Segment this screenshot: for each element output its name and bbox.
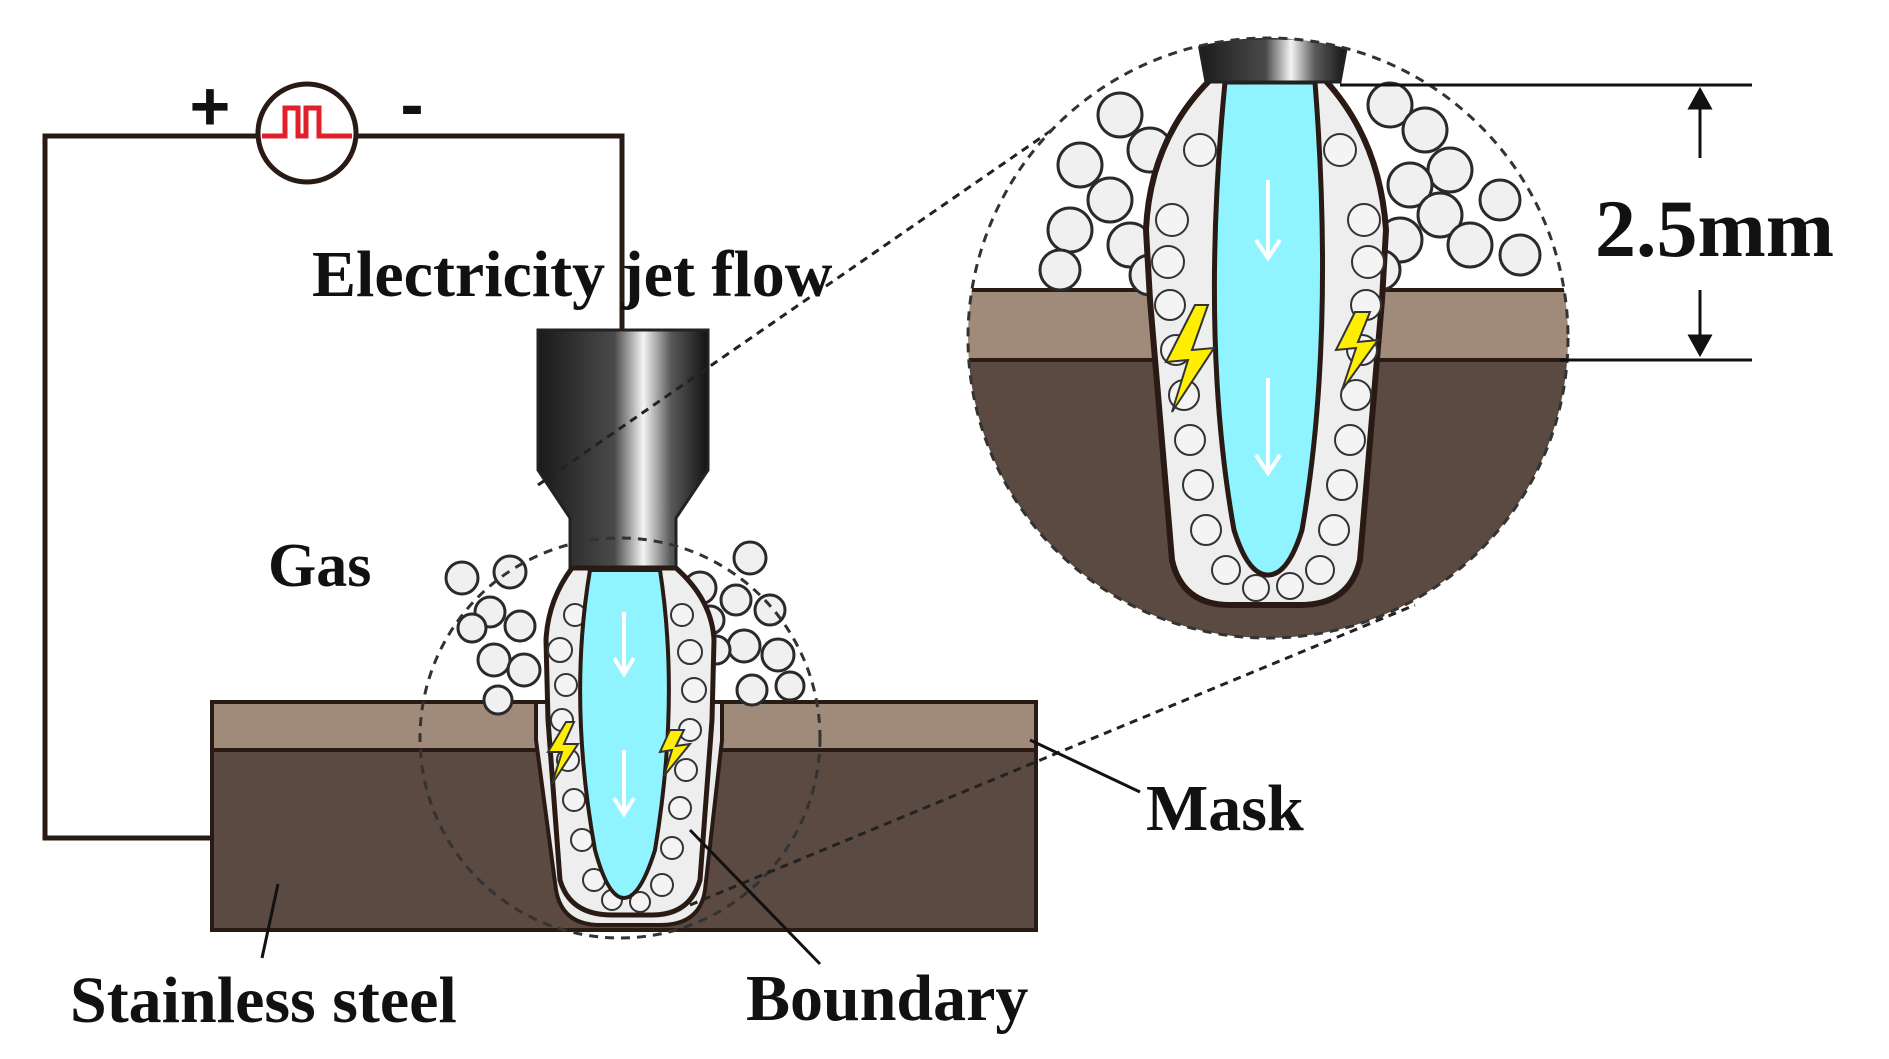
zoom-boundary-bubble — [1182, 469, 1214, 501]
boundary-bubble — [570, 828, 594, 852]
zoom-connector-lines — [537, 128, 1416, 907]
dimension-marker — [1340, 83, 1752, 362]
distance-label: 2.5mm — [1595, 183, 1834, 274]
zoomed-view — [966, 36, 1570, 640]
zoom-boundary-bubble — [1347, 203, 1381, 237]
gas-bubble — [482, 684, 514, 716]
gas-bubble — [760, 637, 796, 673]
boundary-bubble — [547, 637, 573, 663]
boundary-bubble — [554, 673, 578, 697]
zoom-boundary-bubble — [1154, 289, 1186, 321]
zoom-gas-bubble — [1446, 221, 1494, 269]
gas-bubbles — [444, 540, 806, 716]
jet-flow-label: Electricity jet flow — [312, 238, 833, 311]
stainless-steel-label: Stainless steel — [70, 964, 457, 1037]
zoom-boundary-bubble — [1151, 245, 1185, 279]
zoom-gas-bubble — [1096, 91, 1144, 139]
negative-terminal-label: - — [400, 65, 423, 143]
zoom-nozzle-tip — [1196, 38, 1350, 84]
gas-bubble — [444, 560, 480, 596]
zoom-boundary-bubble — [1276, 572, 1304, 600]
gas-bubble — [735, 673, 769, 707]
gas-bubble — [503, 609, 537, 643]
zoom-flow-arrow-icon — [1254, 180, 1282, 477]
zoom-gas-bubble — [1038, 248, 1082, 292]
zoom-boundary-bubble — [1318, 514, 1350, 546]
boundary-bubble — [562, 788, 586, 812]
gas-bubble — [506, 652, 542, 688]
zoom-boundary-bubble — [1351, 245, 1385, 279]
zoom-gas-bubble — [1056, 141, 1104, 189]
mask-label: Mask — [1146, 772, 1304, 845]
nozzle — [536, 328, 710, 570]
zoom-boundary-bubble — [1340, 379, 1372, 411]
zoom-electrolyte-jet — [1211, 79, 1326, 578]
zoom-boundary-bubble — [1326, 469, 1358, 501]
zoom-boundary-bubble — [1211, 555, 1241, 585]
gas-label: Gas — [268, 532, 371, 600]
boundary-bubble — [681, 677, 707, 703]
boundary-bubble — [629, 891, 651, 913]
boundary-bubble — [677, 639, 703, 665]
zoom-gas-bubble — [1086, 176, 1134, 224]
zoom-boundary-bubble — [1305, 555, 1335, 585]
gas-bubble — [753, 593, 787, 627]
zoom-gas-bubble — [1386, 161, 1434, 209]
flow-arrow-icon — [612, 612, 636, 818]
zoom-gas-bubble — [1416, 191, 1464, 239]
zoom-boundary-bubble — [1183, 133, 1217, 167]
circuit-wiring — [42, 133, 625, 841]
electrolyte-jet — [578, 568, 671, 901]
zoom-boundary-bubble — [1155, 203, 1189, 237]
zoom-boundary-bubble — [1190, 514, 1222, 546]
gas-bubble — [492, 554, 528, 590]
gas-bubble — [719, 583, 753, 617]
gas-bubble — [476, 642, 512, 678]
positive-terminal-label: + — [190, 67, 231, 145]
boundary-bubble — [668, 796, 692, 820]
gas-bubble — [456, 612, 488, 644]
gas-bubble — [726, 628, 762, 664]
zoom-gas-bubble — [1478, 178, 1522, 222]
zoom-gas-bubble — [1401, 106, 1449, 154]
zoom-region-circle — [418, 536, 822, 940]
boundary-bubble — [674, 758, 698, 782]
boundary-bubble — [670, 603, 694, 627]
zoom-gas-bubble — [1366, 81, 1414, 129]
zoom-gas-bubble — [1046, 206, 1094, 254]
zoom-gas-bubble — [1498, 233, 1542, 277]
gas-bubble — [774, 670, 806, 702]
boundary-bubble — [650, 873, 674, 897]
zoom-gas-bubble — [1426, 146, 1474, 194]
zoom-boundary-bubble — [1334, 424, 1366, 456]
zoom-boundary-bubble — [1174, 424, 1206, 456]
gas-bubble — [732, 540, 768, 576]
zoom-boundary-bubble — [1242, 574, 1270, 602]
zoom-lightning-bolt-icon — [1164, 304, 1381, 413]
zoom-boundary-bubble — [1323, 133, 1357, 167]
pulse-power-source-icon — [255, 81, 359, 185]
lightning-bolt-icon — [546, 721, 693, 785]
leader-lines — [260, 738, 1141, 966]
boundary-bubble — [660, 836, 684, 860]
boundary-label: Boundary — [746, 962, 1028, 1035]
